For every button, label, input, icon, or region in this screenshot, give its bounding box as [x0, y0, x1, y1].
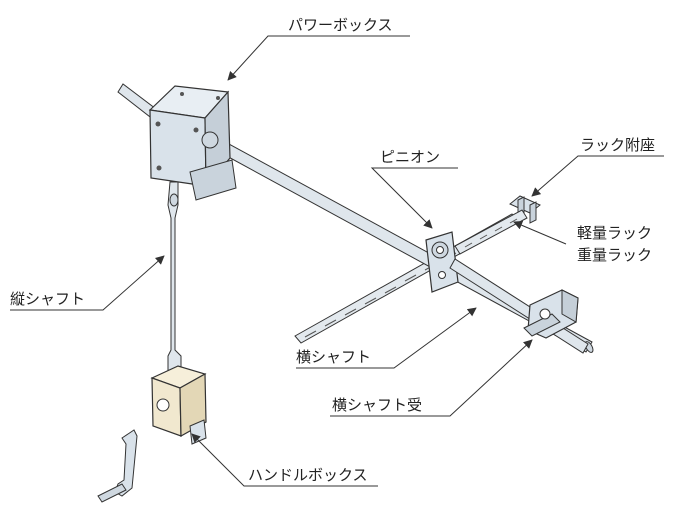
label-pinion: ピニオン [380, 148, 441, 166]
leader-lines [10, 35, 664, 487]
vertical-shaft [167, 181, 182, 373]
power-box [148, 85, 237, 201]
pinion [425, 231, 459, 293]
crank-handle [97, 429, 138, 503]
handle-box [150, 365, 207, 445]
label-horizontal-shaft-bearing: 横シャフト受 [332, 396, 423, 414]
label-power-box: パワーボックス [288, 16, 393, 34]
heavy-rack [454, 209, 528, 255]
label-light-rack: 軽量ラック [577, 224, 653, 242]
label-handle-box: ハンドルボックス [248, 466, 368, 484]
label-vertical-shaft: 縦シャフト [10, 290, 86, 308]
label-heavy-rack: 重量ラック [577, 246, 653, 264]
label-rack-seat: ラック附座 [580, 136, 656, 154]
shaft-bearing [523, 289, 579, 339]
label-horizontal-shaft: 横シャフト [296, 348, 372, 366]
